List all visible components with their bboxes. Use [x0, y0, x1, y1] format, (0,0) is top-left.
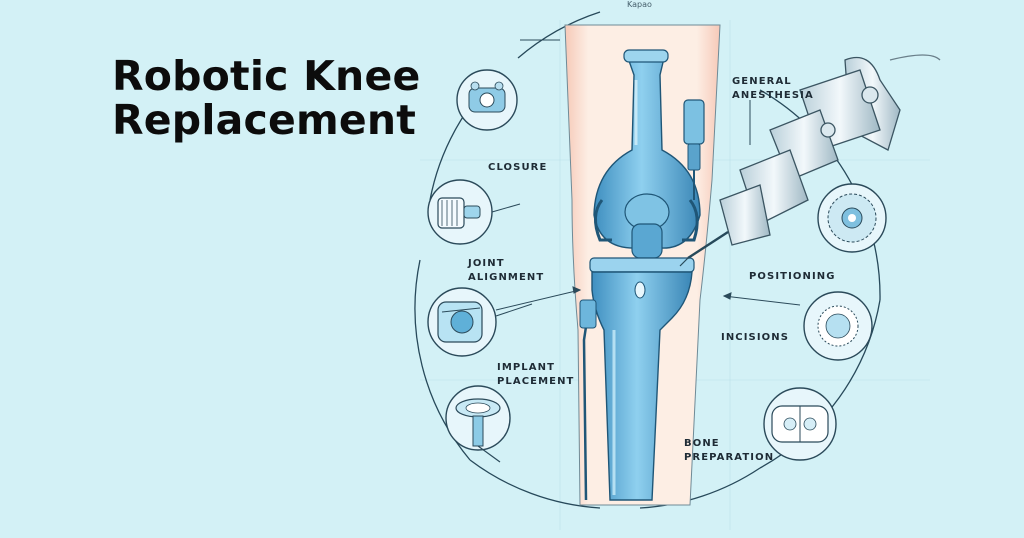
sensor-probe — [683, 99, 705, 200]
step-icon-robot-head — [456, 69, 518, 131]
label-bone-preparation: BONE PREPARATION — [684, 438, 775, 463]
title-line-1: Robotic Knee — [112, 52, 421, 100]
label-positioning: POSITIONING — [749, 271, 836, 282]
label-closure: CLOSURE — [488, 162, 548, 173]
label-joint-alignment: JOINT ALIGNMENT — [468, 258, 545, 283]
label-general-anesthesia: GENERAL ANESTHESIA — [732, 76, 814, 101]
step-icon-joint-alignment — [427, 287, 533, 357]
step-icon-bone-preparation — [763, 387, 837, 461]
step-icon-positioning — [817, 183, 887, 253]
tibia-implant — [579, 257, 695, 501]
top-note: Kapao — [627, 0, 652, 9]
step-icon-closure — [427, 179, 521, 245]
femur-implant — [593, 49, 701, 259]
procedure-circle — [414, 11, 881, 509]
step-icon-implant-placement — [445, 385, 511, 463]
robotic-arm — [679, 54, 941, 267]
label-incisions: INCISIONS — [721, 332, 790, 343]
connector-arrows — [495, 39, 801, 311]
step-icon-incisions — [803, 291, 873, 361]
title-line-2: Replacement — [112, 96, 417, 144]
label-implant-placement: IMPLANT PLACEMENT — [497, 362, 575, 387]
